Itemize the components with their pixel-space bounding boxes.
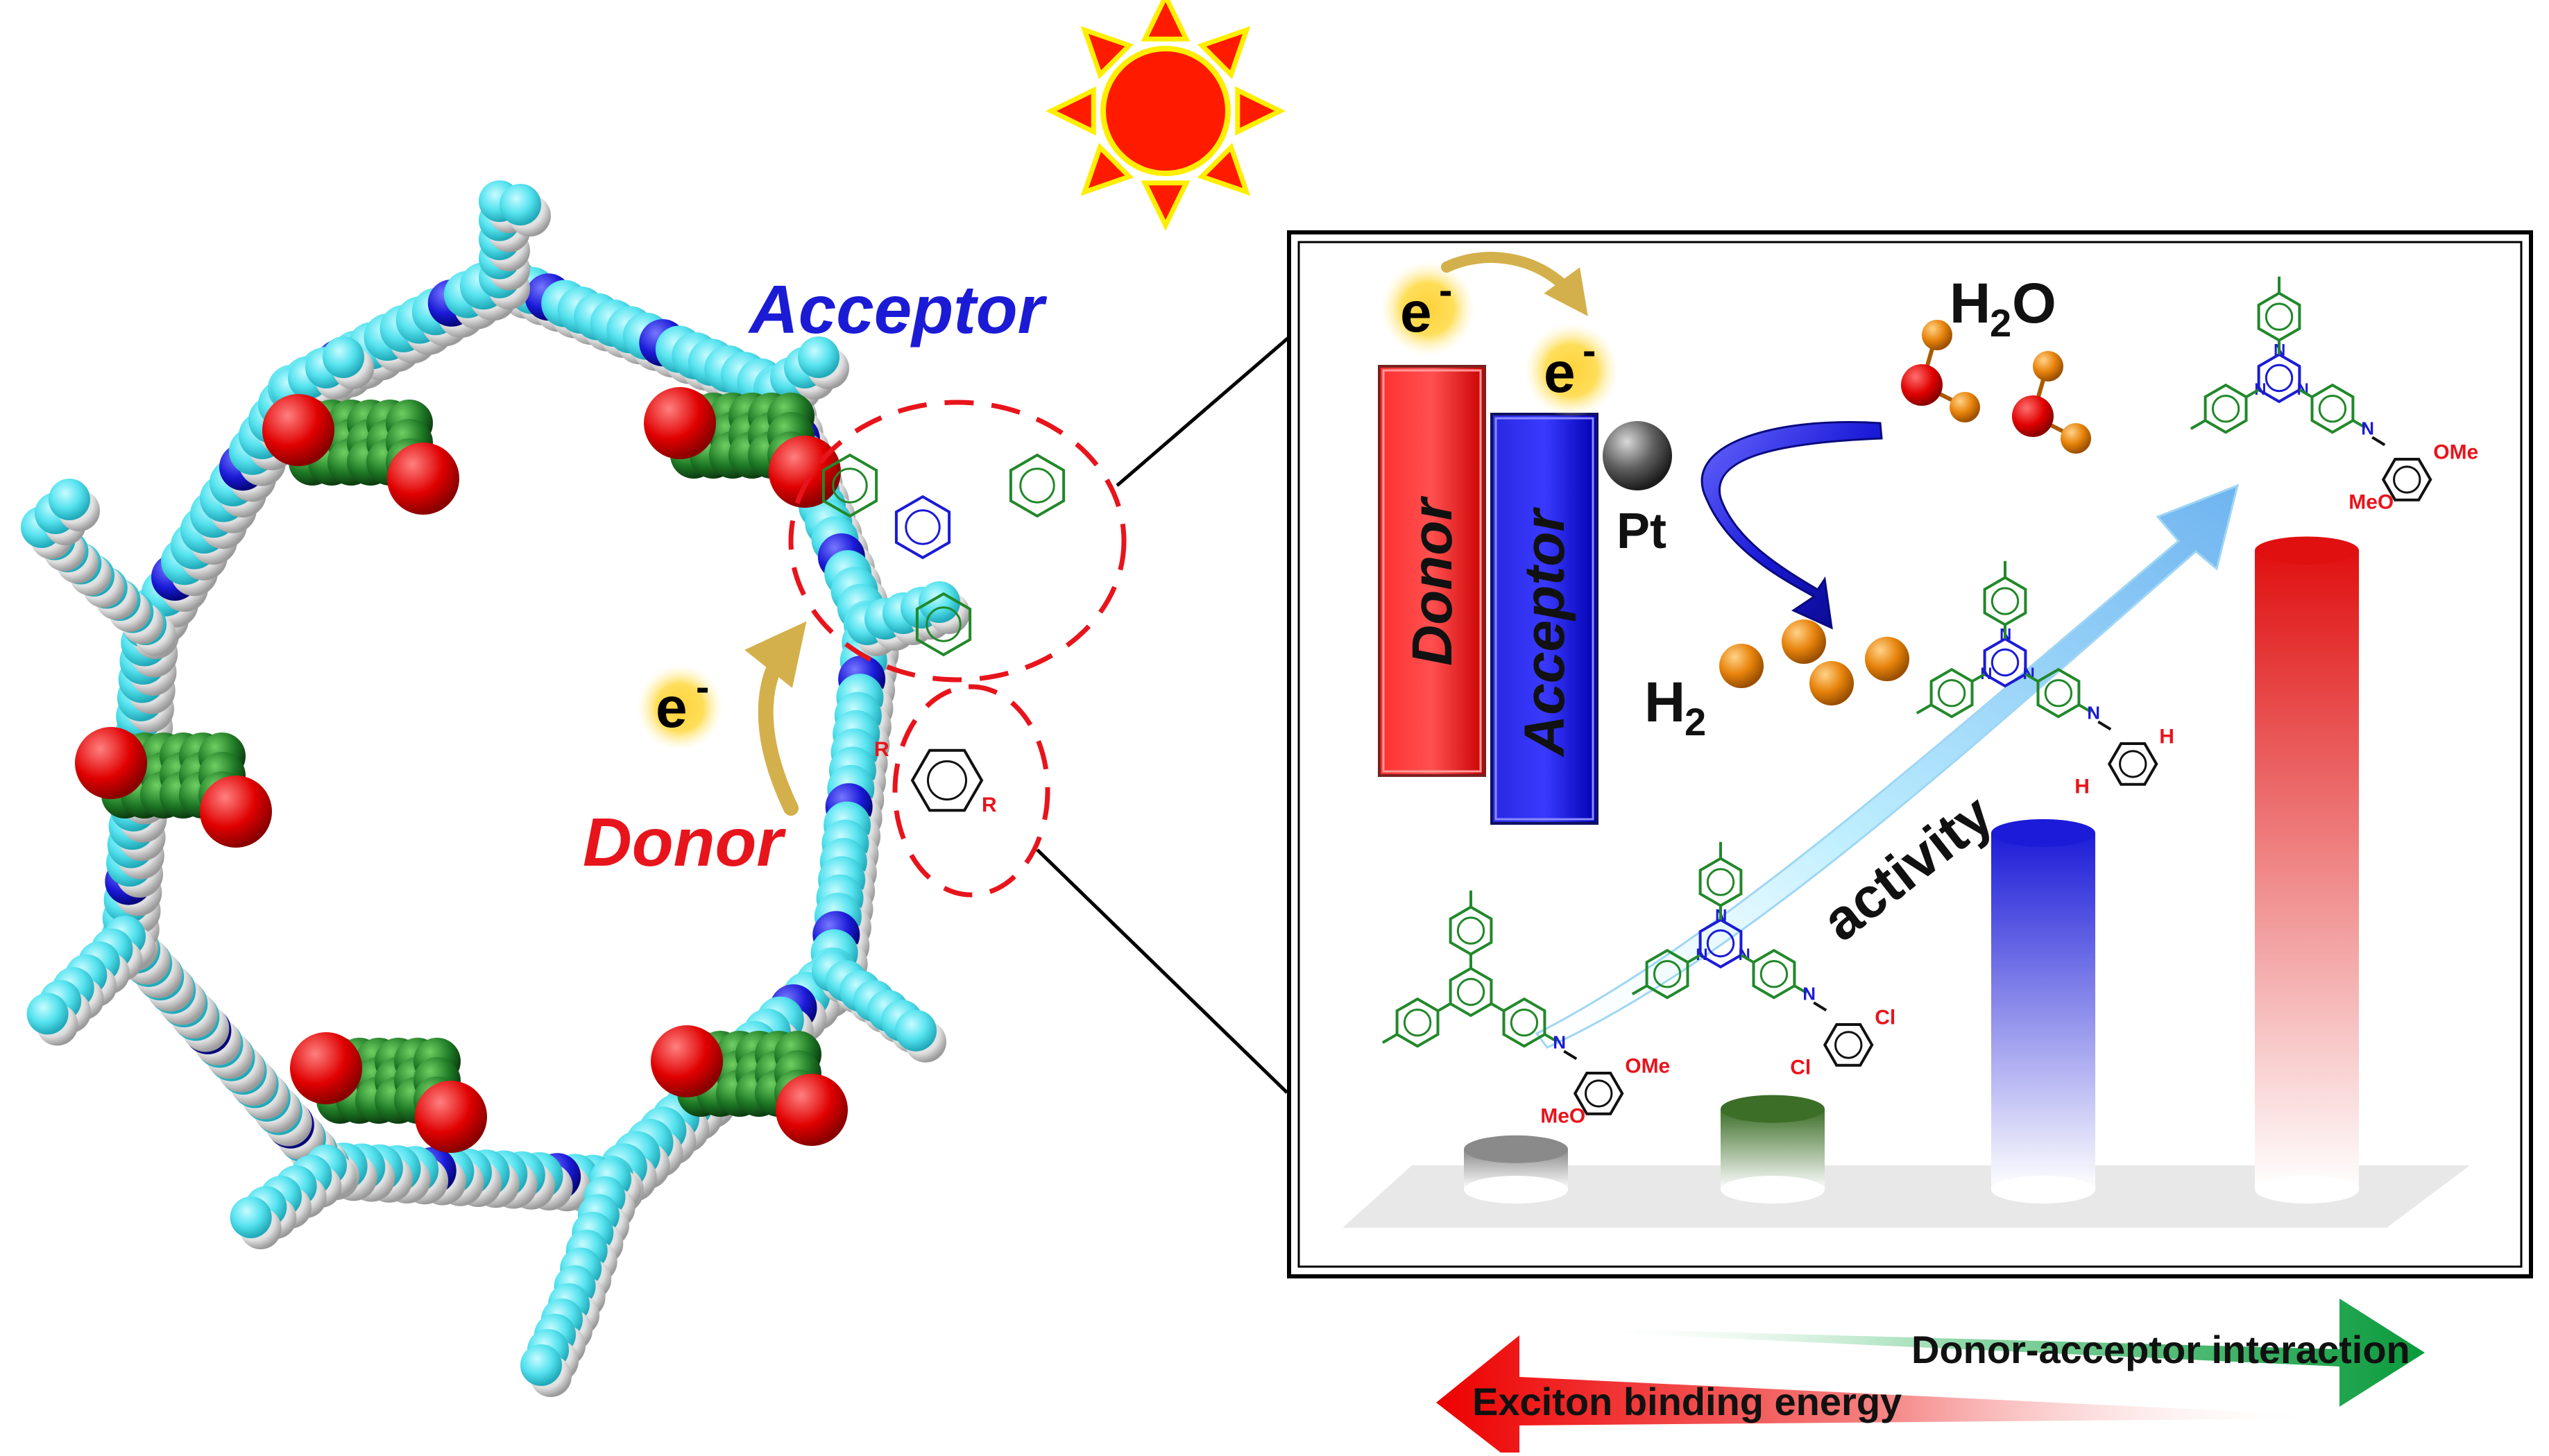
svg-text:MeO: MeO <box>1540 1104 1585 1127</box>
sun-disc <box>1100 46 1231 176</box>
svg-text:-: - <box>1439 268 1452 313</box>
svg-text:N: N <box>2361 418 2374 438</box>
overlay-molecule: RR <box>821 453 1066 816</box>
svg-text:R: R <box>982 794 997 816</box>
bar-h-triazine <box>1991 819 2095 1204</box>
svg-text:-: - <box>1583 328 1596 373</box>
electron-transfer-arrow <box>744 621 807 816</box>
activity-bars <box>1464 536 2359 1204</box>
svg-text:2: 2 <box>1685 700 1706 744</box>
green-arrow <box>1582 1299 2425 1407</box>
inset-electron-2: e - <box>1524 323 1619 418</box>
donor-label: Donor <box>583 804 786 880</box>
svg-text:Pt: Pt <box>1617 504 1666 559</box>
h2-label: H 2 <box>1644 671 1706 744</box>
connector-line-top <box>1116 332 1295 487</box>
overlay-triazine: RR <box>821 453 1066 816</box>
svg-text:N: N <box>1980 665 1992 683</box>
acceptor-callout-circle <box>788 400 1127 683</box>
svg-text:OMe: OMe <box>1625 1054 1670 1077</box>
svg-text:2: 2 <box>1990 301 2011 345</box>
svg-text:Acceptor: Acceptor <box>1513 506 1576 757</box>
sun-icon <box>1046 0 1286 231</box>
pt-particle: Pt <box>1603 421 1672 559</box>
h2o-label: H 2 O <box>1950 272 2056 345</box>
svg-text:R: R <box>874 738 889 761</box>
structure-h-triazine: NNNNHH <box>1916 560 2174 798</box>
sun-ray <box>1080 142 1134 196</box>
svg-text:N: N <box>2023 665 2035 683</box>
svg-text:N: N <box>1739 945 1750 964</box>
svg-text:N: N <box>1696 945 1707 964</box>
structure-ome-triazine: NNNNOMeMeO <box>2190 276 2478 513</box>
svg-text:Donor: Donor <box>1401 496 1464 666</box>
svg-text:-: - <box>696 665 709 710</box>
svg-text:N: N <box>2087 702 2100 723</box>
svg-text:e: e <box>1544 341 1576 404</box>
cof-ring-model <box>21 180 970 1397</box>
svg-text:OMe: OMe <box>2433 440 2478 463</box>
sun-ray <box>1235 86 1286 136</box>
hydrogen-molecules <box>1719 619 1909 705</box>
callout-circles <box>788 400 1127 898</box>
green-arrow-label: Donor-acceptor interaction <box>1911 1328 2410 1371</box>
bar-ome-triazine <box>2255 536 2359 1204</box>
structure-cl-triazine: NNNNClCl <box>1631 841 1895 1079</box>
h2-evolution-arrow <box>1700 420 1883 630</box>
sun-ray <box>1141 0 1191 42</box>
svg-text:Cl: Cl <box>1790 1056 1811 1079</box>
left-electron: e - <box>637 665 723 751</box>
svg-text:N: N <box>1802 983 1816 1004</box>
sun-ray <box>1080 26 1134 80</box>
acceptor-label: Acceptor <box>747 271 1048 348</box>
svg-text:H: H <box>1950 272 1990 335</box>
chemical-structures: NNNNOMeMeONNNNHHNNNNClClNOMeMeO <box>1381 276 2478 1127</box>
donor-callout-circle <box>892 684 1050 898</box>
bar-cl-triazine <box>1721 1095 1825 1204</box>
inset-electron-arrow <box>1441 252 1588 316</box>
sun-ray <box>1141 180 1191 231</box>
connector-line-bottom <box>1036 848 1288 1094</box>
svg-text:e: e <box>656 676 688 739</box>
activity-arrow <box>1535 483 2240 1049</box>
sun-ray <box>1046 86 1096 136</box>
sun-ray <box>1197 142 1251 196</box>
svg-text:MeO: MeO <box>2348 490 2394 513</box>
svg-text:H: H <box>2159 725 2174 748</box>
svg-text:e: e <box>1400 281 1432 344</box>
donor-box: Donor <box>1378 365 1486 777</box>
bar-ome-phenyl <box>1464 1135 1568 1204</box>
red-arrow <box>1436 1335 2317 1456</box>
water-molecules <box>1901 320 2091 454</box>
sun-ray <box>1197 26 1251 80</box>
svg-text:O: O <box>2012 272 2056 335</box>
inset-electron-1: e - <box>1381 262 1475 356</box>
acceptor-box: Acceptor <box>1490 413 1599 825</box>
svg-text:Cl: Cl <box>1875 1006 1895 1029</box>
svg-text:N: N <box>2297 380 2309 399</box>
bar-floor <box>1342 1165 2470 1228</box>
svg-text:H: H <box>1644 671 1685 734</box>
svg-text:H: H <box>2074 775 2090 798</box>
svg-text:N: N <box>1553 1031 1566 1052</box>
red-arrow-label: Exciton binding energy <box>1472 1380 1902 1423</box>
svg-text:N: N <box>2254 380 2266 399</box>
